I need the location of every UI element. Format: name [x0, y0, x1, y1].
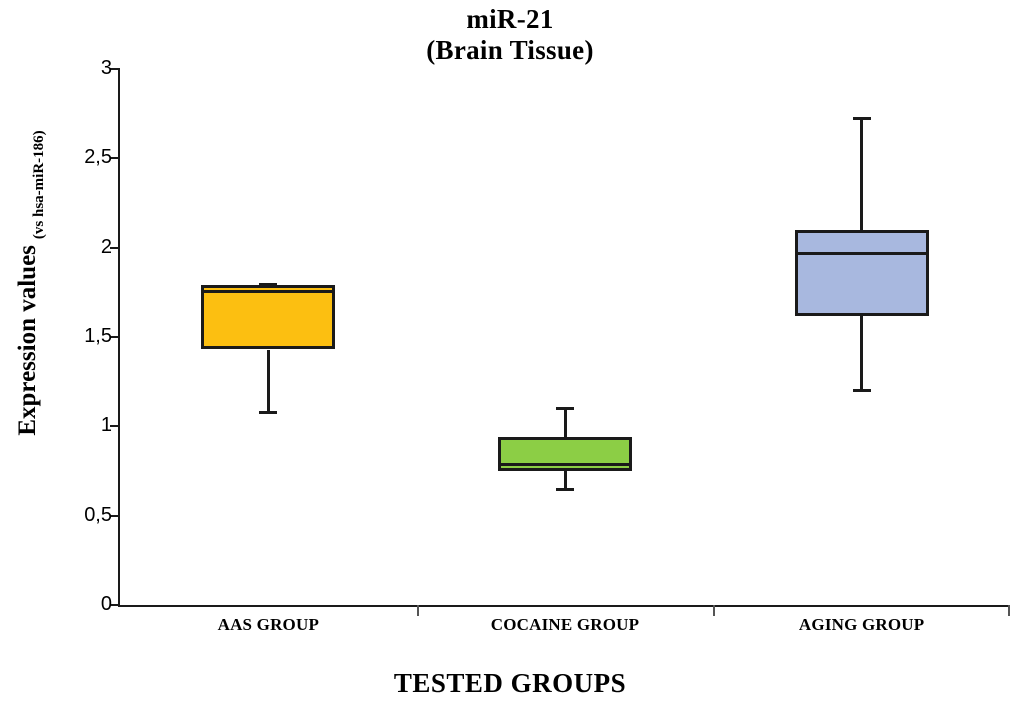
median-line: [201, 289, 336, 293]
x-tick-mark: [1008, 605, 1010, 616]
y-tick-label: 0: [100, 593, 112, 615]
y-tick-label: 2,5: [84, 146, 112, 169]
upper-whisker: [860, 117, 864, 230]
y-tick-mark: [110, 68, 118, 70]
lower-whisker-cap: [852, 389, 871, 393]
box-rect: [201, 285, 336, 350]
y-tick-mark: [110, 336, 118, 338]
chart-subtitle: (Brain Tissue): [426, 35, 594, 65]
y-tick-label: 1: [100, 414, 112, 437]
y-tick-label: 0,5: [84, 503, 112, 526]
y-tick-label: 2: [100, 235, 112, 258]
upper-whisker-cap: [852, 117, 871, 121]
chart-title-block: miR-21 (Brain Tissue): [0, 4, 1020, 66]
box-rect: [498, 437, 632, 471]
box-rect: [794, 229, 929, 316]
upper-whisker-cap: [556, 406, 574, 410]
x-tick-mark: [713, 605, 716, 616]
y-axis-line: [118, 68, 120, 606]
y-tick-mark: [110, 425, 118, 428]
x-tick-mark: [416, 605, 419, 616]
x-category-label: AGING GROUP: [798, 615, 925, 634]
median-line: [794, 252, 929, 256]
x-category-label: AAS GROUP: [217, 615, 320, 634]
lower-whisker-cap: [556, 487, 574, 491]
lower-whisker-cap: [259, 410, 278, 414]
lower-whisker: [266, 349, 270, 414]
y-tick-label: 1,5: [84, 325, 112, 347]
x-category-label: COCAINE GROUP: [490, 615, 640, 634]
lower-whisker: [563, 471, 567, 491]
upper-whisker-cap: [259, 283, 278, 287]
upper-whisker: [563, 406, 567, 438]
x-axis-title: TESTED GROUPS: [393, 668, 627, 698]
chart-title: miR-21: [466, 4, 554, 34]
y-tick-mark: [110, 157, 118, 160]
x-axis-line: [118, 605, 1010, 607]
y-tick-mark: [110, 604, 118, 606]
y-tick-label: 3: [100, 57, 112, 79]
y-axis-label-group: Expression values (vs hsa-miR-186): [0, 123, 58, 443]
y-tick-mark: [110, 514, 118, 517]
lower-whisker: [860, 315, 864, 393]
median-line: [498, 462, 632, 466]
y-tick-mark: [110, 246, 118, 249]
